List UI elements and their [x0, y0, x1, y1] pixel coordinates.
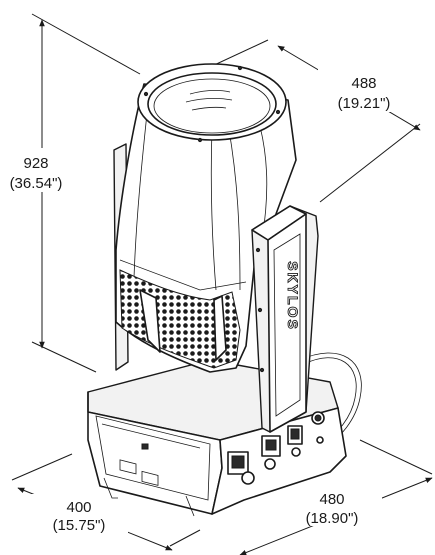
side-width-mm: 480 — [319, 491, 344, 508]
lens-ring — [137, 63, 287, 143]
fixture: SKYLOS — [87, 63, 362, 517]
skylos-logo: SKYLOS — [285, 261, 301, 331]
depth-mm: 488 — [351, 75, 376, 92]
front-width-mm: 400 — [66, 499, 91, 516]
depth-inch: (19.21") — [338, 95, 391, 112]
front-width-inch: (15.75") — [53, 517, 106, 534]
side-width-label: 480 (18.90") — [306, 491, 359, 527]
height-label: 928 (36.54") — [10, 155, 63, 192]
height-inch: (36.54") — [10, 175, 63, 192]
connector-panel — [227, 411, 325, 485]
front-width-dimension — [11, 453, 201, 551]
side-width-dimension — [239, 439, 433, 555]
depth-label: 488 (19.21") — [338, 75, 391, 112]
base-side — [211, 407, 347, 515]
side-width-inch: (18.90") — [306, 510, 359, 527]
depth-dimension — [181, 39, 421, 203]
height-dimension — [4, 13, 141, 373]
front-width-label: 400 (15.75") — [53, 499, 106, 534]
height-mm: 928 — [23, 155, 48, 172]
